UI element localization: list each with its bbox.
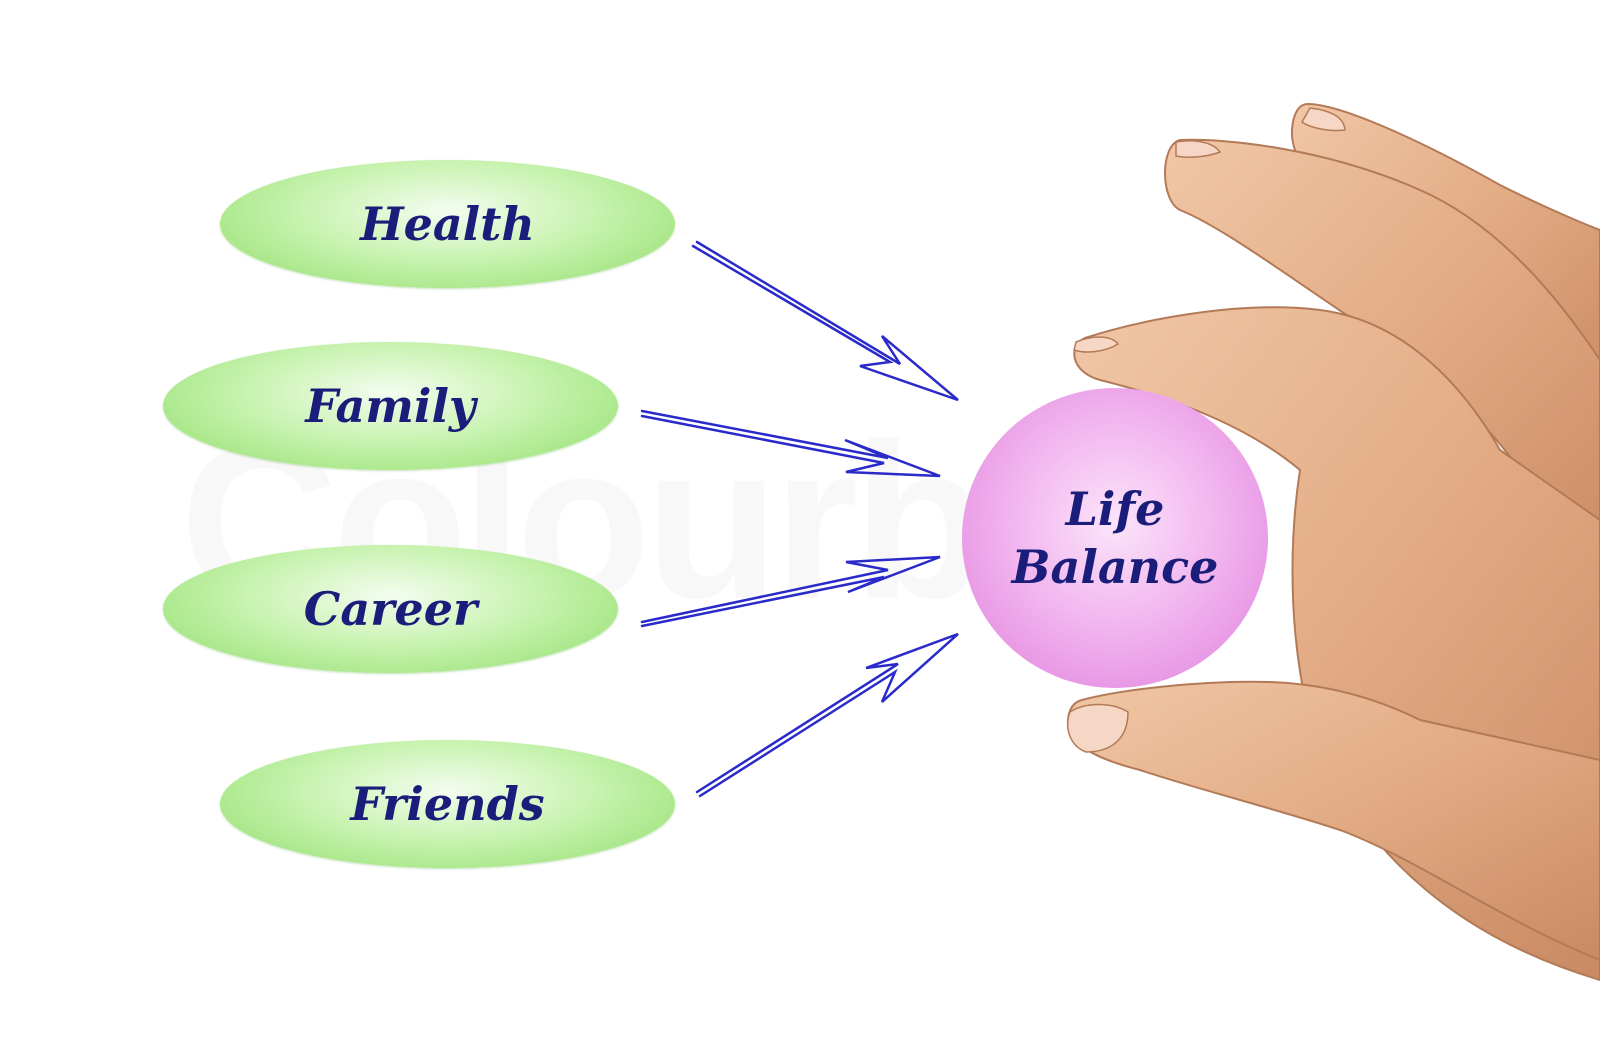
category-friends: Friends xyxy=(220,740,675,868)
center-label-line2: Balance xyxy=(1011,540,1219,594)
arrow-icon xyxy=(695,632,959,798)
category-label: Health xyxy=(360,197,535,251)
category-family: Family xyxy=(163,342,618,470)
category-label: Family xyxy=(305,379,476,433)
category-career: Career xyxy=(163,545,618,673)
center-label-line1: Life xyxy=(1065,482,1165,536)
category-health: Health xyxy=(220,160,675,288)
arrow-icon xyxy=(640,409,941,478)
arrow-icon xyxy=(691,240,959,402)
category-label: Career xyxy=(303,582,478,636)
category-label: Friends xyxy=(350,777,545,831)
arrow-icon xyxy=(640,555,941,628)
life-balance-sphere: Life Balance xyxy=(962,388,1268,688)
